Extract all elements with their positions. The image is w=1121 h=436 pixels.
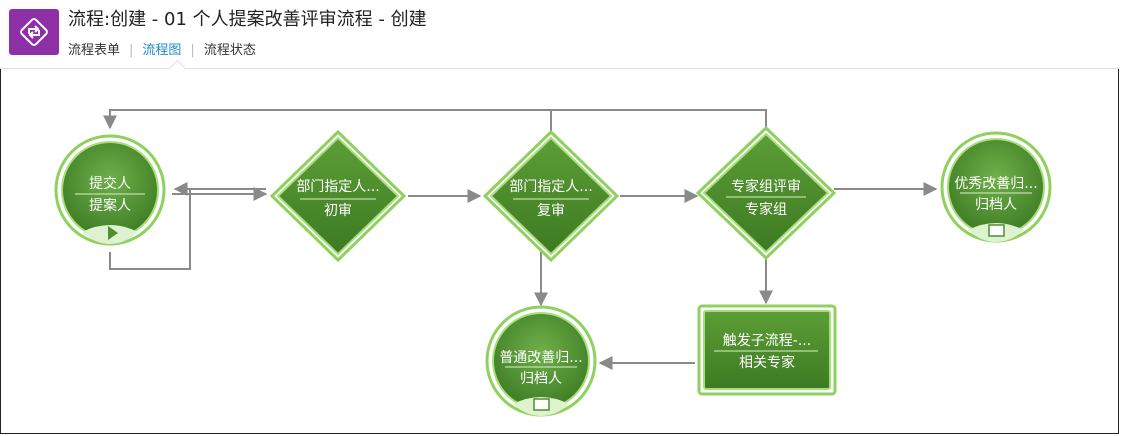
tab-form[interactable]: 流程表单 — [68, 43, 121, 58]
decision-node-review1-actor: 初审 — [324, 202, 352, 219]
subprocess-node-actor: 相关专家 — [739, 354, 795, 371]
decision-node-review2-label: 部门指定人... — [509, 179, 592, 195]
start-node-label: 提交人 — [89, 175, 131, 192]
subprocess-node[interactable]: 触发子流程-... 相关专家 — [697, 304, 837, 396]
end-node-excellent[interactable]: 优秀改善归... 归档人 — [940, 131, 1052, 243]
connector-loop-back — [103, 109, 767, 132]
decision-node-expert-label: 专家组评审 — [731, 178, 801, 195]
decision-node-review2-actor: 复审 — [537, 202, 565, 219]
subprocess-node-label: 触发子流程-... — [723, 333, 811, 349]
decision-node-expert-actor: 专家组 — [745, 201, 787, 218]
tab-diagram[interactable]: 流程图 — [142, 43, 182, 58]
end-node-normal-label: 普通改善归... — [499, 349, 582, 366]
tab-separator: | — [129, 43, 134, 58]
page-title: 流程:创建 - 01 个人提案改善评审流程 - 创建 — [68, 9, 427, 30]
end-node-excellent-label: 优秀改善归... — [954, 175, 1037, 192]
tab-bar: 流程表单 | 流程图 | 流程状态 — [68, 39, 256, 58]
play-icon — [108, 226, 118, 240]
start-node-actor: 提案人 — [89, 197, 131, 214]
workflow-icon — [20, 18, 48, 46]
end-node-normal-actor: 归档人 — [520, 370, 562, 387]
end-node-excellent-actor: 归档人 — [975, 196, 1017, 213]
decision-node-review2[interactable]: 部门指定人... 复审 — [482, 129, 620, 263]
square-icon — [988, 224, 1005, 237]
decision-node-expert[interactable]: 专家组评审 专家组 — [695, 125, 837, 261]
decision-node-review1[interactable]: 部门指定人... 初审 — [269, 129, 407, 263]
square-icon — [533, 398, 550, 411]
workflow-app-icon — [9, 9, 59, 55]
end-node-normal[interactable]: 普通改善归... 归档人 — [485, 305, 597, 417]
tab-status[interactable]: 流程状态 — [203, 43, 256, 58]
header-bar: 流程:创建 - 01 个人提案改善评审流程 - 创建 流程表单 | 流程图 | 流程状态 — [0, 0, 1119, 76]
tab-separator: | — [190, 43, 195, 58]
start-node[interactable]: 提交人 提案人 — [54, 134, 166, 246]
decision-node-review1-label: 部门指定人... — [296, 179, 379, 195]
connector-start-return-loop — [109, 189, 191, 270]
